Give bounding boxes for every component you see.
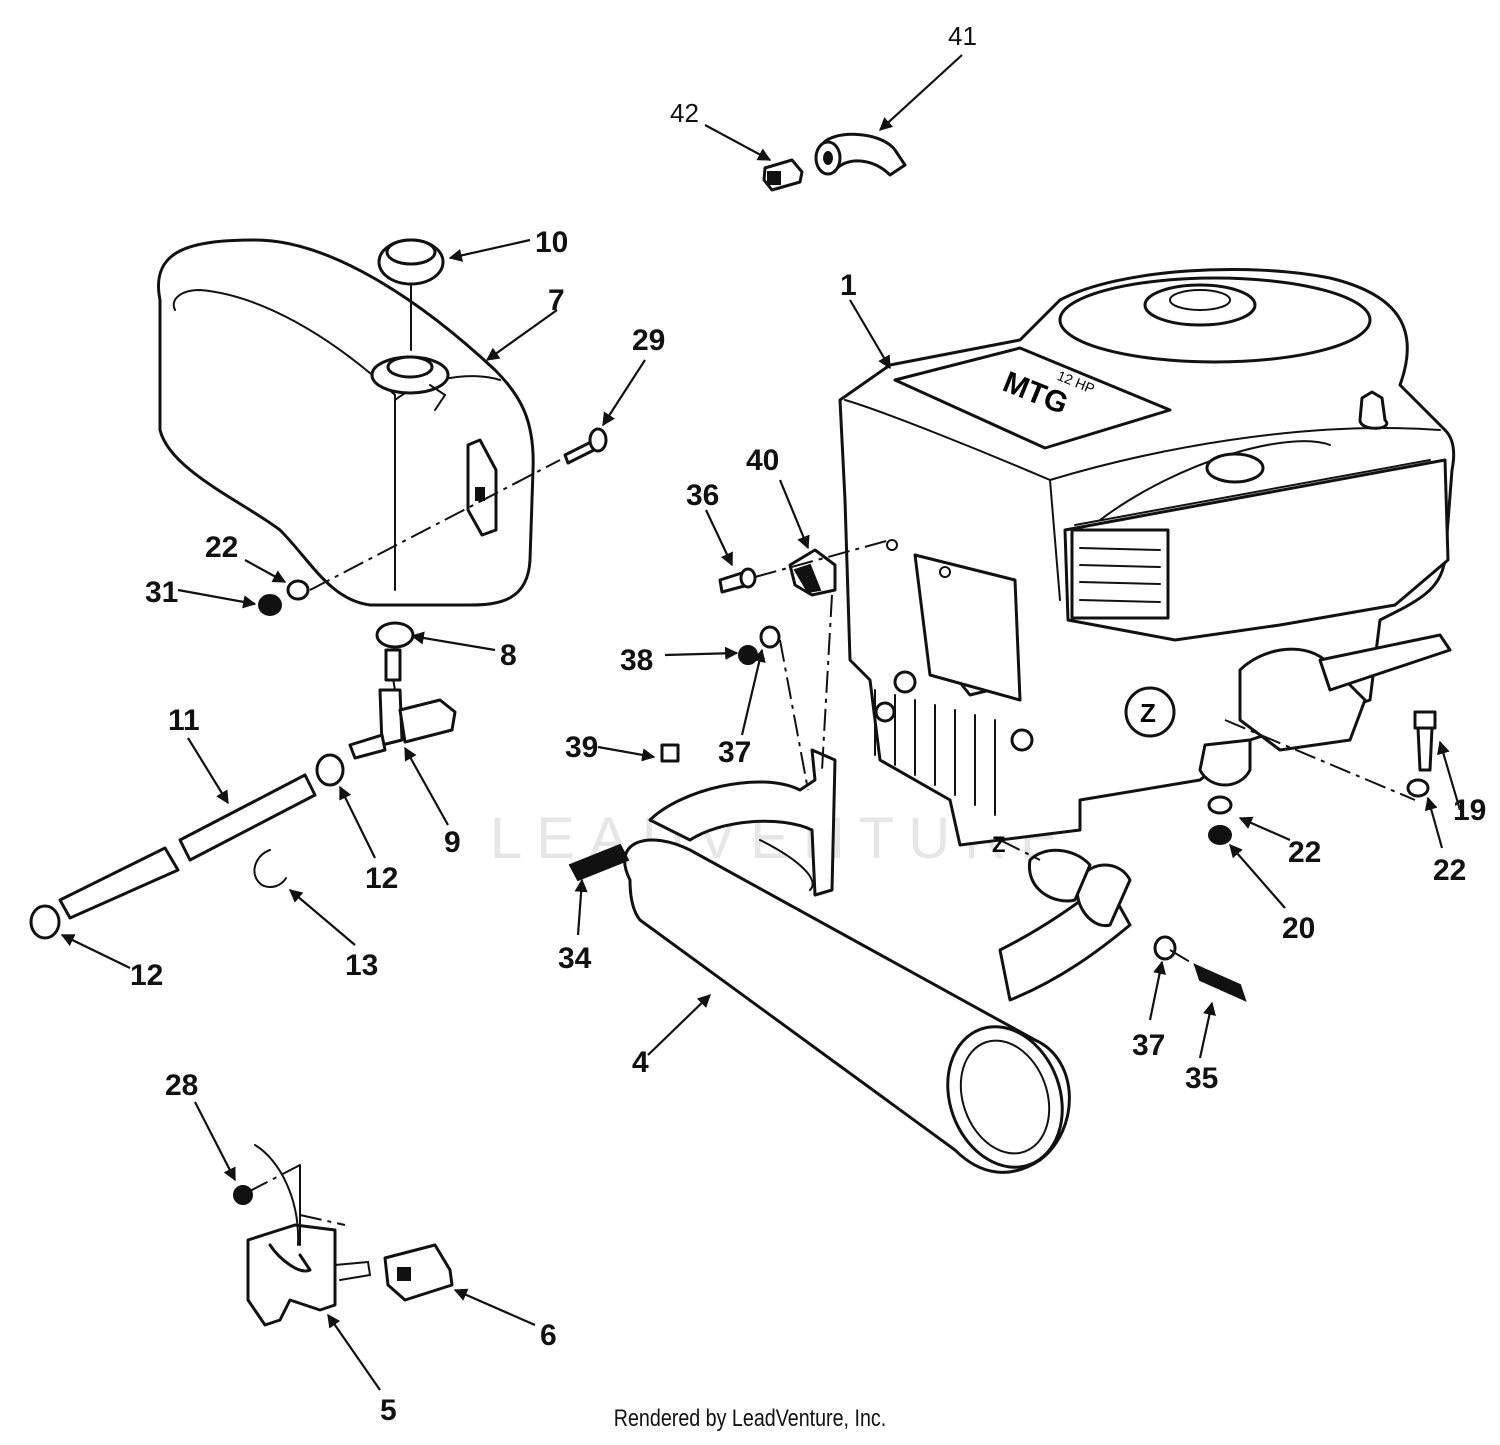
leader-arrows xyxy=(60,54,1462,1391)
callout-7: 7 xyxy=(548,284,565,317)
callout-35: 35 xyxy=(1185,1062,1218,1095)
nut-20[interactable] xyxy=(1208,825,1232,845)
callout-8: 8 xyxy=(500,639,517,672)
callout-37-lower: 37 xyxy=(1132,1029,1165,1062)
callout-12-upper: 12 xyxy=(365,862,398,895)
callout-38: 38 xyxy=(620,644,653,677)
fuel-tank[interactable] xyxy=(157,238,535,607)
fuel-line-upper[interactable] xyxy=(178,773,317,862)
callout-22-right: 22 xyxy=(1433,854,1466,887)
muffler-bolt-36[interactable] xyxy=(718,567,757,594)
callout-22-tank: 22 xyxy=(205,531,238,564)
tank-washer[interactable] xyxy=(286,579,310,601)
callout-13: 13 xyxy=(345,949,378,982)
engine-z-marker: Z xyxy=(1140,698,1156,728)
fuel-shutoff-valve[interactable] xyxy=(348,648,457,760)
engine[interactable]: MTG 12 HP xyxy=(838,267,1456,847)
callout-5: 5 xyxy=(380,1394,397,1427)
callout-labels: 41 42 10 7 1 29 40 36 22 31 8 38 37 11 3… xyxy=(130,21,1486,1427)
callout-29: 29 xyxy=(632,324,665,357)
hose-clamp-upper[interactable] xyxy=(315,753,345,787)
washer-37a[interactable] xyxy=(759,625,781,649)
washer-22c[interactable] xyxy=(1406,778,1430,798)
callout-22-mid: 22 xyxy=(1288,836,1321,869)
bolt-19[interactable] xyxy=(1413,710,1437,772)
nut-28[interactable] xyxy=(233,1185,253,1205)
muffler-clip-40[interactable] xyxy=(788,548,837,597)
tank-grommet[interactable] xyxy=(375,621,415,649)
assembly-lines xyxy=(247,459,1416,1226)
fuel-cap[interactable] xyxy=(377,238,445,351)
throttle-control[interactable] xyxy=(246,1144,372,1327)
washer-37b[interactable] xyxy=(1153,935,1177,961)
callout-20: 20 xyxy=(1282,912,1315,945)
callout-19: 19 xyxy=(1453,794,1486,827)
callout-41: 41 xyxy=(948,21,977,51)
muffler-z-marker: Z xyxy=(992,832,1005,857)
washer-22b[interactable] xyxy=(1207,795,1233,815)
plug-fitting[interactable] xyxy=(762,158,804,192)
bolt-35[interactable] xyxy=(1193,963,1247,1002)
callout-28: 28 xyxy=(165,1069,198,1102)
callout-10: 10 xyxy=(535,226,568,259)
callout-6: 6 xyxy=(540,1319,557,1352)
muffler[interactable]: Z xyxy=(623,748,1132,1183)
hose-clamp-lower[interactable] xyxy=(29,904,61,940)
callout-9: 9 xyxy=(444,826,461,859)
footer-credit: Rendered by LeadVenture, Inc. xyxy=(613,1405,887,1432)
fuel-line-lower[interactable] xyxy=(58,846,180,920)
screw-39[interactable] xyxy=(660,743,680,763)
tank-nut[interactable] xyxy=(258,594,282,616)
callout-4: 4 xyxy=(632,1046,649,1079)
nut-38[interactable] xyxy=(738,645,758,665)
throttle-knob[interactable] xyxy=(383,1243,454,1302)
oil-fill-elbow[interactable] xyxy=(814,132,907,177)
tank-screw[interactable] xyxy=(563,427,608,465)
stud-34[interactable] xyxy=(568,843,630,882)
callout-39: 39 xyxy=(565,731,598,764)
callout-31: 31 xyxy=(145,576,178,609)
callout-12-lower: 12 xyxy=(130,959,163,992)
callout-36: 36 xyxy=(686,479,719,512)
callout-40: 40 xyxy=(746,444,779,477)
callout-11: 11 xyxy=(168,704,200,737)
line-clip[interactable] xyxy=(253,849,287,888)
callout-37-upper: 37 xyxy=(718,736,751,769)
callout-1: 1 xyxy=(840,269,857,302)
callout-42: 42 xyxy=(670,98,699,128)
callout-34: 34 xyxy=(558,942,592,975)
